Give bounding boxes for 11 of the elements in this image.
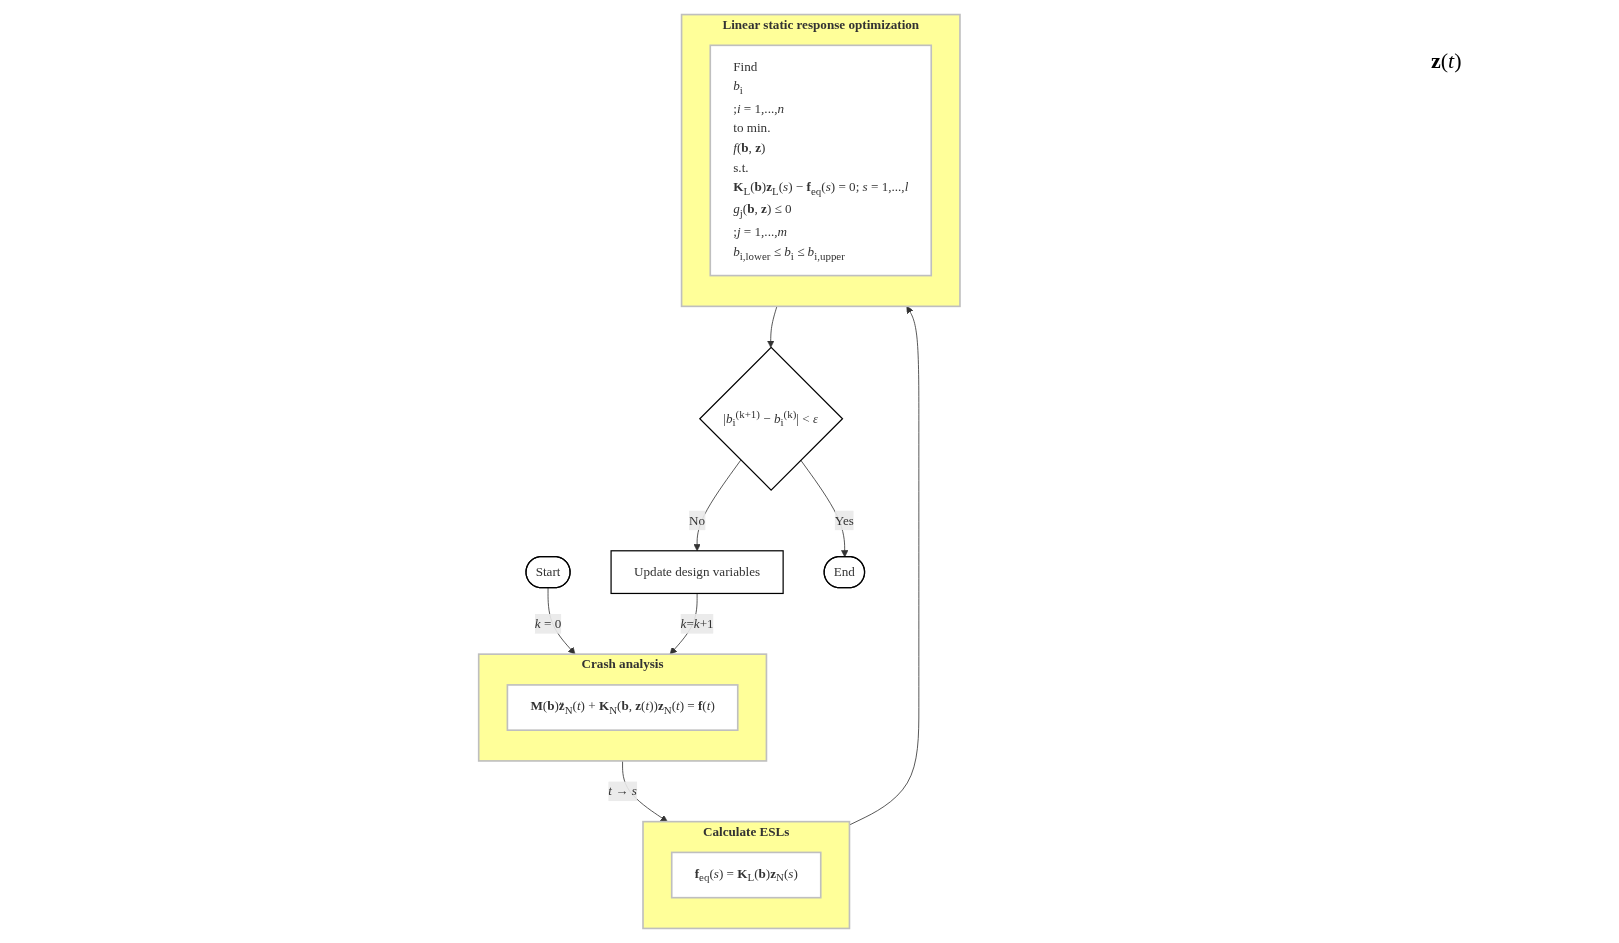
- node-box: M(b)z̈$_{N}$(t) + K$_{N}$(b, z(t))z$_{N}$(t) = f(t): [506, 684, 739, 731]
- node-diamond: |b$_{i}$$^{(k+1)}$ − b$_{i}$$^{(k)}$| < ε: [699, 346, 844, 491]
- edge-label: t → s: [608, 783, 637, 798]
- node-box: Update design variables: [610, 550, 784, 595]
- edge-label: k=k+1: [680, 616, 714, 631]
- edge-label: k = 0: [535, 616, 562, 631]
- edge-label: No: [689, 513, 706, 527]
- node-box: Find b$_{i}$ ;i = 1,...,n to min. f(b, z) s.t. K$_{L}$(b)z$_{L}$(s) − f$_{eq}$(s) = 0; s = 1,...,l g$_{j}$(b, z) ≤ 0 ;j = 1,...,m b$_{i,lower}$ ≤ b$_{i}$ ≤ b$_{i,upper}$: [709, 44, 933, 277]
- edge-label: Yes: [834, 513, 855, 527]
- node-box: f$_{eq}$(s) = K$_{L}$(b)z$_{N}$(s): [671, 851, 822, 899]
- formula-label: z(t): [1431, 48, 1463, 74]
